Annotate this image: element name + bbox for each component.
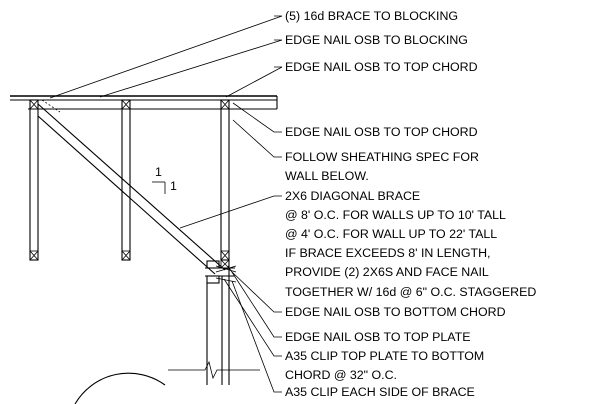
vertical-web-left: [29, 99, 39, 261]
vertical-web-right: [220, 99, 230, 261]
leader-lines: [49, 15, 283, 393]
callout-sheathing-spec: FOLLOW SHEATHING SPEC FOR: [285, 150, 479, 164]
callout-brace-8ft: @ 8' O.C. FOR WALLS UP TO 10' TALL: [285, 208, 506, 222]
callout-osb-to-top-chord-upper: EDGE NAIL OSB TO TOP CHORD: [285, 60, 478, 74]
callout-brace-length: IF BRACE EXCEEDS 8' IN LENGTH,: [285, 246, 490, 260]
bottom-chord-and-wall: [168, 259, 260, 385]
callout-a35-each-side: A35 CLIP EACH SIDE OF BRACE: [285, 385, 475, 399]
callout-provide-2x6s: PROVIDE (2) 2X6S AND FACE NAIL: [285, 265, 489, 279]
callout-a35-spacing: CHORD @ 32" O.C.: [285, 368, 397, 382]
top-chord: [28, 99, 277, 110]
callout-osb-to-bottom-chord: EDGE NAIL OSB TO BOTTOM CHORD: [285, 305, 506, 319]
callout-brace-4ft: @ 4' O.C. FOR WALL UP TO 22' TALL: [285, 227, 497, 241]
callout-osb-to-top-plate: EDGE NAIL OSB TO TOP PLATE: [285, 330, 470, 344]
detail-bubble: [74, 372, 166, 404]
callout-text: (5) 16d BRACE TO BLOCKING EDGE NAIL OSB …: [285, 9, 536, 399]
callout-face-nail: TOGETHER W/ 16d @ 6" O.C. STAGGERED: [285, 285, 536, 299]
slope-indicator: 1 1: [152, 165, 177, 194]
callout-osb-to-top-chord-lower: EDGE NAIL OSB TO TOP CHORD: [285, 125, 478, 139]
slope-rise: 1: [155, 165, 162, 179]
callout-osb-to-blocking: EDGE NAIL OSB TO BLOCKING: [285, 33, 468, 47]
callout-brace-to-blocking: (5) 16d BRACE TO BLOCKING: [285, 9, 458, 23]
callout-a35-top-plate: A35 CLIP TOP PLATE TO BOTTOM: [285, 349, 484, 363]
callout-wall-below: WALL BELOW.: [285, 169, 369, 183]
callout-diagonal-brace: 2X6 DIAGONAL BRACE: [285, 189, 420, 203]
vertical-web-middle: [121, 99, 131, 261]
slope-run: 1: [170, 179, 177, 193]
diagonal-brace: [37, 99, 226, 275]
